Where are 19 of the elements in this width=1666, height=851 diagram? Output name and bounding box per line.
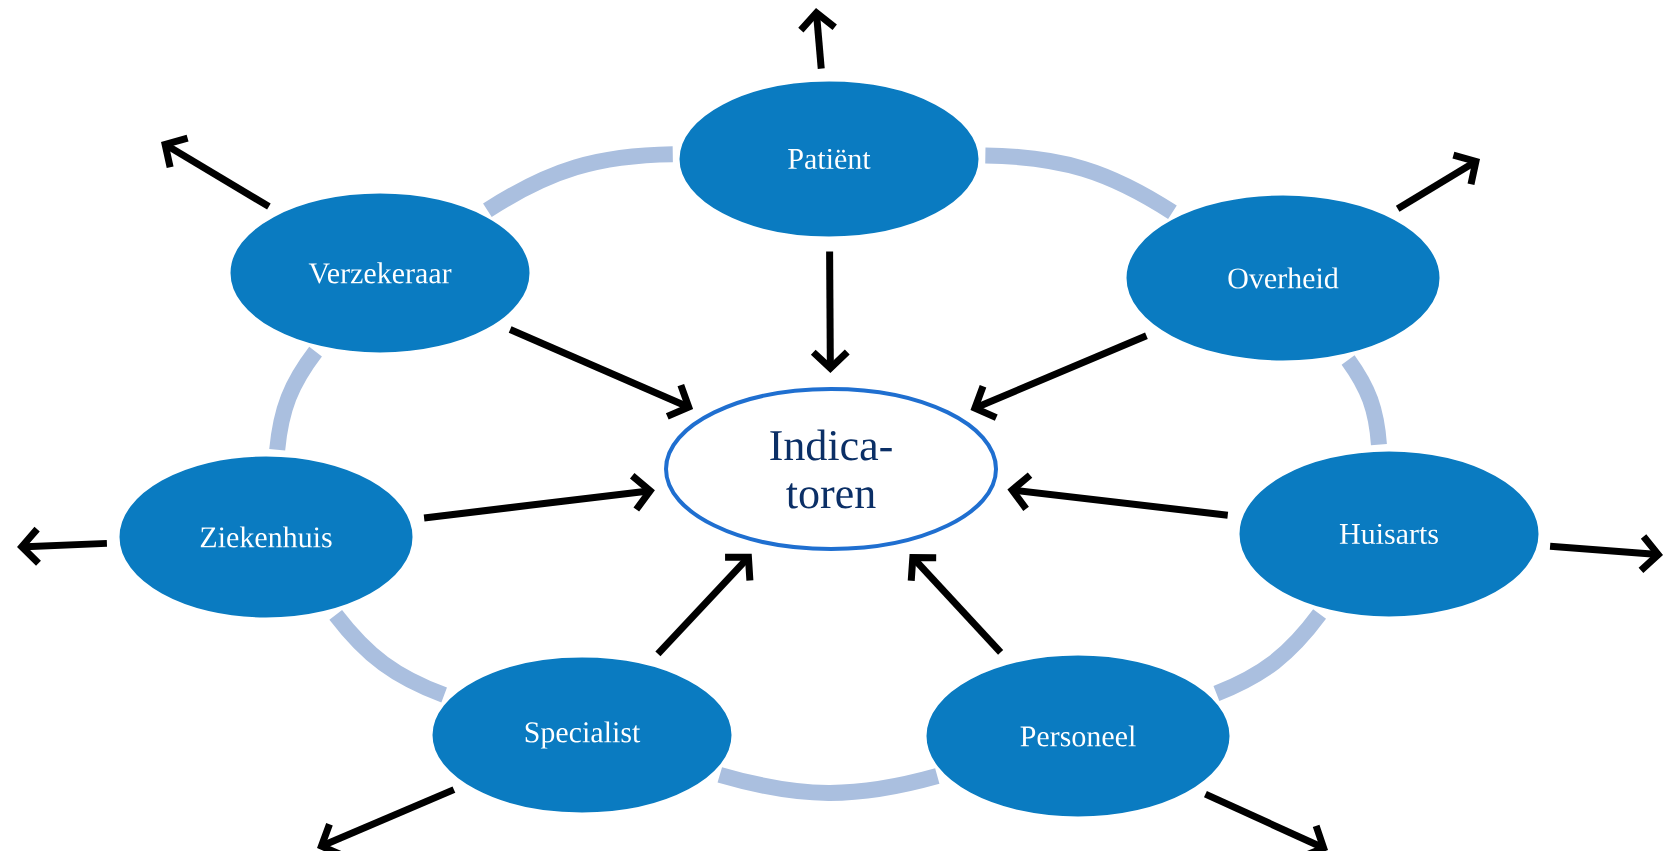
arrow xyxy=(1395,151,1480,212)
arrow xyxy=(423,473,655,522)
arrow xyxy=(17,526,108,566)
ring-segment xyxy=(717,767,940,801)
arrow xyxy=(317,786,456,851)
arrow xyxy=(1549,534,1663,573)
ring-segment xyxy=(329,609,448,703)
ring-segment xyxy=(1341,355,1387,446)
arrow xyxy=(1203,790,1328,851)
ring-segment xyxy=(269,346,322,451)
arrow xyxy=(970,332,1148,421)
ring-segment xyxy=(1213,609,1326,701)
ring-segment xyxy=(985,147,1177,220)
arrow xyxy=(508,326,694,420)
arrow xyxy=(161,134,271,210)
arrow xyxy=(907,553,1004,655)
arrow xyxy=(655,553,754,657)
arrow xyxy=(1007,472,1229,519)
ring-segment xyxy=(483,146,673,218)
